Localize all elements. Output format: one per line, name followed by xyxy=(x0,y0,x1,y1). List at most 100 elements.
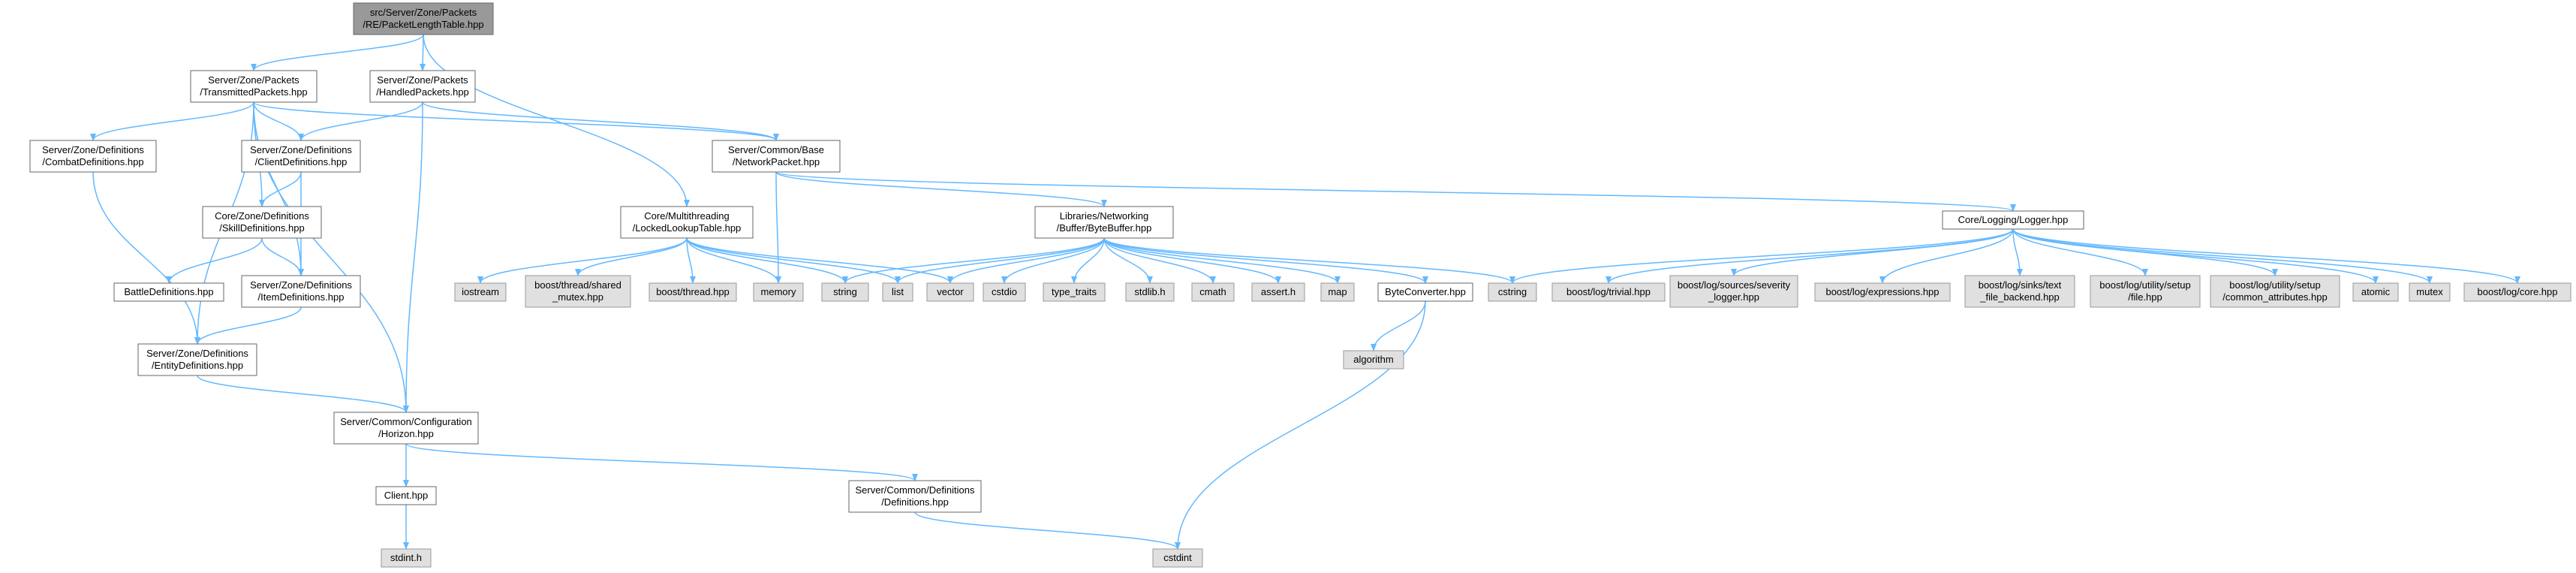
node-setupfile: boost/log/utility/setup/file.hpp xyxy=(2090,275,2201,308)
node-box xyxy=(983,282,1026,302)
node-label-line: Server/Zone/Definitions xyxy=(42,144,144,155)
node-label-line: mutex xyxy=(2416,286,2443,297)
node-label-line: Server/Common/Base xyxy=(728,144,824,155)
edge-bytebuffer-to-stdlib xyxy=(1103,237,1153,284)
node-label-line: boost/thread/shared xyxy=(534,279,621,291)
node-box xyxy=(190,70,317,103)
node-commondefs[interactable]: Server/Common/Definitions/Definitions.hp… xyxy=(848,480,982,513)
node-box xyxy=(137,343,257,376)
edge-line xyxy=(166,237,263,284)
node-label-line: /common_attributes.hpp xyxy=(2222,291,2327,303)
edge-bytebuffer-to-byteconverter xyxy=(1103,237,1428,284)
node-core: boost/log/core.hpp xyxy=(2463,282,2571,302)
node-label-line: BattleDefinitions.hpp xyxy=(124,286,213,297)
node-entitydefs[interactable]: Server/Zone/Definitions/EntityDefinition… xyxy=(137,343,257,376)
node-label-line: boost/log/sources/severity xyxy=(1678,279,1791,291)
edge-skilldefs-to-battledefs xyxy=(166,237,263,284)
node-bytebuffer[interactable]: Libraries/Networking/Buffer/ByteBuffer.h… xyxy=(1034,206,1174,239)
edge-line xyxy=(477,237,688,284)
node-mutex: mutex xyxy=(2409,282,2451,302)
edge-line xyxy=(1879,228,2014,284)
edge-root-to-transmitted xyxy=(251,34,424,71)
node-box xyxy=(1488,282,1537,302)
node-label-line: /SkillDefinitions.hpp xyxy=(219,222,304,234)
node-label-line: /ItemDefinitions.hpp xyxy=(258,291,345,303)
node-label-line: _mutex.hpp xyxy=(552,291,603,303)
edge-line xyxy=(895,237,1105,284)
node-box xyxy=(1034,206,1174,239)
node-label-line: boost/thread.hpp xyxy=(656,286,730,297)
edge-locked-to-sharedmutex xyxy=(575,237,688,276)
node-horizon[interactable]: Server/Common/Configuration/Horizon.hpp xyxy=(333,412,479,445)
edge-line xyxy=(1103,237,1153,284)
edge-line xyxy=(405,443,918,481)
node-label-line: algorithm xyxy=(1353,354,1393,365)
node-box xyxy=(926,282,974,302)
edge-logger-to-textfile xyxy=(2012,228,2023,276)
node-label-line: boost/log/sinks/text xyxy=(1979,279,2062,291)
node-label-line: Server/Common/Configuration xyxy=(340,416,472,427)
edge-locked-to-iostream xyxy=(477,237,688,284)
node-label-line: /CombatDefinitions.hpp xyxy=(42,156,143,167)
node-box xyxy=(2090,275,2201,308)
node-label-line: Core/Multithreading xyxy=(644,210,729,222)
node-locked[interactable]: Core/Multithreading/LockedLookupTable.hp… xyxy=(620,206,754,239)
node-cstdio: cstdio xyxy=(983,282,1026,302)
node-box xyxy=(29,140,157,173)
edge-line xyxy=(775,171,781,284)
node-memory: memory xyxy=(753,282,804,302)
node-textfile: boost/log/sinks/text_file_backend.hpp xyxy=(1964,275,2075,308)
node-iostream: iostream xyxy=(454,282,507,302)
node-handled[interactable]: Server/Zone/Packets/HandledPackets.hpp xyxy=(369,70,476,103)
node-box xyxy=(1251,282,1305,302)
node-battledefs[interactable]: BattleDefinitions.hpp xyxy=(113,282,224,302)
node-box xyxy=(375,486,437,505)
node-combat[interactable]: Server/Zone/Definitions/CombatDefinition… xyxy=(29,140,157,173)
node-box xyxy=(848,480,982,513)
node-box xyxy=(1669,275,1798,308)
node-label-line: assert.h xyxy=(1261,286,1296,297)
edge-transmitted-to-networkpacket xyxy=(253,101,779,141)
node-label-line: map xyxy=(1328,286,1347,297)
node-box xyxy=(2463,282,2571,302)
node-algorithm: algorithm xyxy=(1343,350,1404,369)
node-label-line: boost/log/expressions.hpp xyxy=(1825,286,1939,297)
edge-horizon-to-commondefs xyxy=(405,443,918,481)
node-label-line: /Buffer/ByteBuffer.hpp xyxy=(1057,222,1152,234)
node-commonattr: boost/log/utility/setup/common_attribute… xyxy=(2210,275,2340,308)
edge-byteconverter-to-cstdint xyxy=(1175,300,1426,550)
node-skilldefs[interactable]: Core/Zone/Definitions/SkillDefinitions.h… xyxy=(202,206,322,239)
node-label-line: _file_backend.hpp xyxy=(1979,291,2060,303)
node-networkpacket[interactable]: Server/Common/Base/NetworkPacket.hpp xyxy=(712,140,841,173)
node-itemdefs[interactable]: Server/Zone/Definitions/ItemDefinitions.… xyxy=(241,275,361,308)
edge-line xyxy=(775,171,2016,212)
edge-line xyxy=(1103,237,1341,284)
edge-combat-to-entitydefs xyxy=(92,171,200,345)
node-box xyxy=(1152,548,1203,568)
node-typetraits: type_traits xyxy=(1043,282,1106,302)
node-clienthpp[interactable]: Client.hpp xyxy=(375,486,437,505)
edge-line xyxy=(251,34,424,71)
edge-logger-to-trivial xyxy=(1605,228,2014,284)
edge-bytebuffer-to-cstdio xyxy=(1001,237,1105,284)
node-label-line: Client.hpp xyxy=(384,490,429,501)
node-clientdefs[interactable]: Server/Zone/Definitions/ClientDefinition… xyxy=(241,140,361,173)
node-root: src/Server/Zone/Packets/RE/PacketLengthT… xyxy=(353,2,494,35)
edge-line xyxy=(1605,228,2014,284)
node-label-line: boost/log/trivial.hpp xyxy=(1566,286,1651,297)
edge-bytebuffer-to-typetraits xyxy=(1071,237,1105,284)
node-box xyxy=(821,282,869,302)
edge-handled-to-horizon xyxy=(403,101,423,413)
node-box xyxy=(241,140,361,173)
node-logger[interactable]: Core/Logging/Logger.hpp xyxy=(1942,210,2084,230)
node-transmitted[interactable]: Server/Zone/Packets/TransmittedPackets.h… xyxy=(190,70,317,103)
node-label-line: stdlib.h xyxy=(1134,286,1165,297)
node-box xyxy=(353,2,494,35)
edge-line xyxy=(422,101,779,141)
node-label-line: /TransmittedPackets.hpp xyxy=(200,86,307,98)
node-label-line: Core/Logging/Logger.hpp xyxy=(1958,214,2069,225)
node-byteconverter[interactable]: ByteConverter.hpp xyxy=(1377,282,1473,302)
edge-line xyxy=(261,237,304,276)
edge-root-to-locked xyxy=(423,34,690,207)
